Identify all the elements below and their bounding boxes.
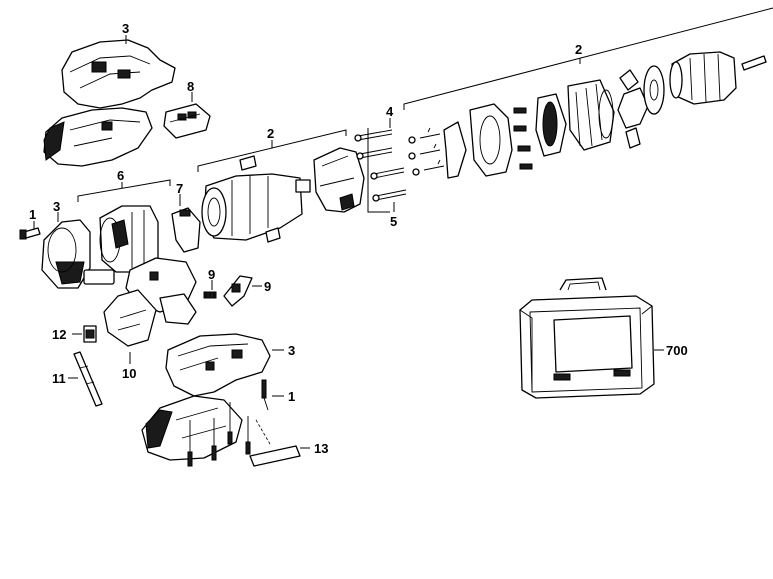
callout-11: 11 <box>52 371 66 386</box>
part-7 <box>171 207 201 253</box>
part-9-spring <box>203 291 217 299</box>
callout-6: 6 <box>117 168 124 183</box>
callout-9-a: 9 <box>208 267 215 282</box>
part-screws-4-5 <box>354 129 407 202</box>
part-switch-assembly-10 <box>103 257 197 347</box>
callout-4: 4 <box>386 104 394 119</box>
callout-3-top: 3 <box>122 21 129 36</box>
callout-5: 5 <box>390 214 397 229</box>
callout-8: 8 <box>187 79 194 94</box>
callout-9-b: 9 <box>264 279 271 294</box>
part-motor-gear-assembly <box>201 155 311 243</box>
callout-3-bottom: 3 <box>288 343 295 358</box>
part-carry-case-700 <box>519 277 655 399</box>
callout-13: 13 <box>314 441 328 456</box>
part-screw-1-left <box>19 227 41 240</box>
part-housing-bottom <box>141 333 271 461</box>
callout-2-mid: 2 <box>267 126 274 141</box>
part-8-cover <box>163 103 211 139</box>
callout-1-bottom: 1 <box>288 389 295 404</box>
callout-12: 12 <box>52 327 66 342</box>
part-gear-housing <box>313 147 365 213</box>
callout-7: 7 <box>176 181 183 196</box>
callout-10: 10 <box>122 366 136 381</box>
callout-700: 700 <box>666 343 688 358</box>
part-gearbox-chuck-assembly <box>408 51 767 179</box>
part-12 <box>83 325 97 343</box>
part-label-13 <box>249 445 301 467</box>
part-9-lever <box>223 275 253 307</box>
part-motor-6 <box>83 205 159 285</box>
callout-3-left: 3 <box>53 199 60 214</box>
part-housing-top <box>43 39 176 167</box>
callout-2-right: 2 <box>575 42 582 57</box>
part-screws-1-bottom <box>187 379 269 467</box>
part-11-bit <box>73 351 103 407</box>
callout-1-left: 1 <box>29 207 36 222</box>
part-end-cap-3 <box>41 219 91 289</box>
